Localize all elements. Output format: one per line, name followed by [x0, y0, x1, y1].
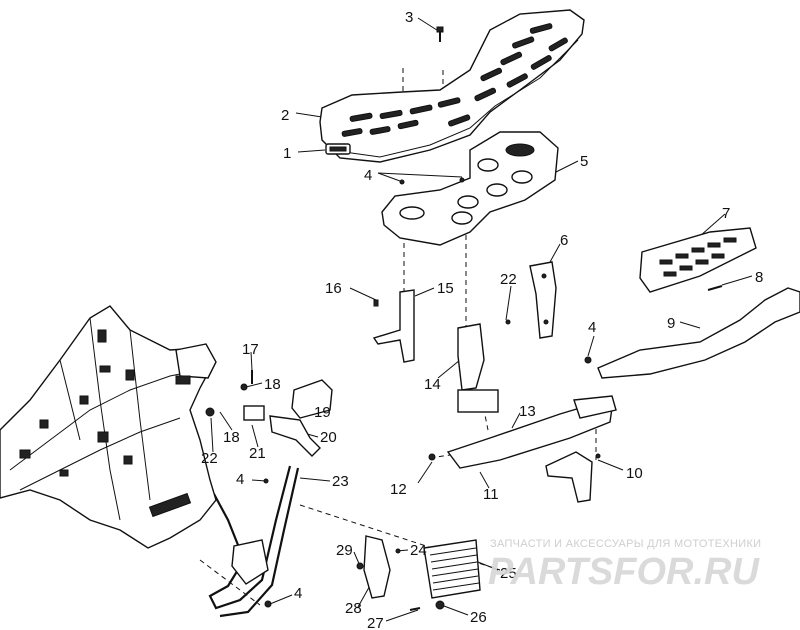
callout-21: 21 [249, 445, 266, 462]
upright-brackets [372, 289, 511, 413]
callout-11: 11 [483, 486, 499, 503]
callout-15: 15 [437, 280, 454, 297]
lamp-lens-grid [429, 547, 480, 591]
callout-4-top: 4 [364, 167, 372, 184]
front-guard-frame [428, 395, 617, 503]
callout-8: 8 [755, 269, 763, 286]
lamp-assembly [356, 535, 481, 611]
link-parts [205, 370, 333, 457]
bracket-part-6 [529, 261, 557, 339]
top-rack-slots [341, 23, 568, 137]
callout-3: 3 [405, 9, 413, 26]
callout-17: 17 [242, 341, 259, 358]
callout-10: 10 [626, 465, 643, 482]
callout-12: 12 [390, 481, 407, 498]
callout-16: 16 [325, 280, 342, 297]
callout-6: 6 [560, 232, 568, 249]
rack-base-plate [381, 131, 559, 246]
screw-part-8 [707, 285, 723, 291]
lower-guard-part-23 [208, 465, 300, 618]
callout-4-mid: 4 [236, 471, 244, 488]
callout-27: 27 [367, 615, 384, 630]
screw-part-3 [436, 26, 444, 42]
leader-lines [210, 17, 753, 622]
callout-23: 23 [332, 473, 349, 490]
grille-slots [659, 237, 737, 277]
callout-13: 13 [519, 403, 536, 420]
callout-1: 1 [283, 145, 291, 162]
callout-25: 25 [500, 565, 517, 582]
callout-20: 20 [320, 429, 337, 446]
bolts-part-4 [399, 177, 592, 364]
grille-part-7 [639, 227, 757, 293]
callout-24: 24 [410, 542, 427, 559]
callout-labels: 3 2 1 4 5 6 7 8 9 4 16 15 22 14 17 18 19… [201, 9, 763, 630]
top-rack [319, 9, 585, 163]
bumper-part-9 [597, 287, 800, 379]
callout-14: 14 [424, 376, 441, 393]
vehicle-frame [0, 305, 217, 549]
callout-7: 7 [722, 205, 730, 222]
callout-4-right: 4 [588, 319, 596, 336]
pad-part-1 [325, 143, 351, 155]
callout-26: 26 [470, 609, 487, 626]
callout-5: 5 [580, 153, 588, 170]
callout-18-bottom: 18 [223, 429, 240, 446]
watermark-tagline: ЗАПЧАСТИ И АКСЕССУАРЫ ДЛЯ МОТОТЕХНИКИ [490, 538, 761, 550]
watermark: ЗАПЧАСТИ И АКСЕССУАРЫ ДЛЯ МОТОТЕХНИКИ PA… [488, 538, 761, 593]
callout-19: 19 [314, 404, 331, 421]
callout-18-top: 18 [264, 376, 281, 393]
callout-2: 2 [281, 107, 289, 124]
watermark-logo: PARTSFOR.RU [488, 551, 760, 593]
callout-22-left: 22 [201, 450, 218, 467]
callout-9: 9 [667, 315, 675, 332]
callout-4-bottom: 4 [294, 585, 302, 602]
callout-22-top: 22 [500, 271, 517, 288]
callout-28: 28 [345, 600, 362, 617]
callout-29: 29 [336, 542, 353, 559]
